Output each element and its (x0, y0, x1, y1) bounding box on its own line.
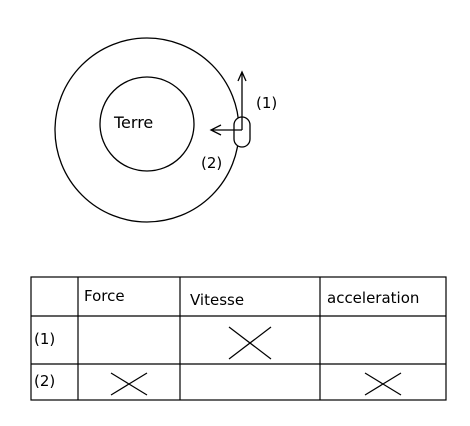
cross-mark-row1-col2 (228, 326, 272, 360)
table-header-force: Force (84, 287, 125, 305)
table-row-label-2: (2) (34, 372, 55, 390)
table-marks (110, 326, 402, 396)
earth-circle (99, 76, 195, 172)
arrow-2 (209, 124, 242, 136)
answer-table (30, 276, 447, 401)
table-header-acceleration: acceleration (327, 289, 419, 307)
arrow-1 (237, 70, 247, 130)
arrow-label-2: (2) (201, 154, 222, 172)
cross-mark-row2-col1 (110, 372, 148, 396)
table-header-vitesse: Vitesse (190, 291, 244, 309)
table-border (30, 276, 447, 401)
cross-mark-row2-col3 (364, 372, 402, 396)
arrow-label-1: (1) (256, 94, 277, 112)
table-row-label-1: (1) (34, 330, 55, 348)
earth-label: Terre (113, 113, 153, 132)
